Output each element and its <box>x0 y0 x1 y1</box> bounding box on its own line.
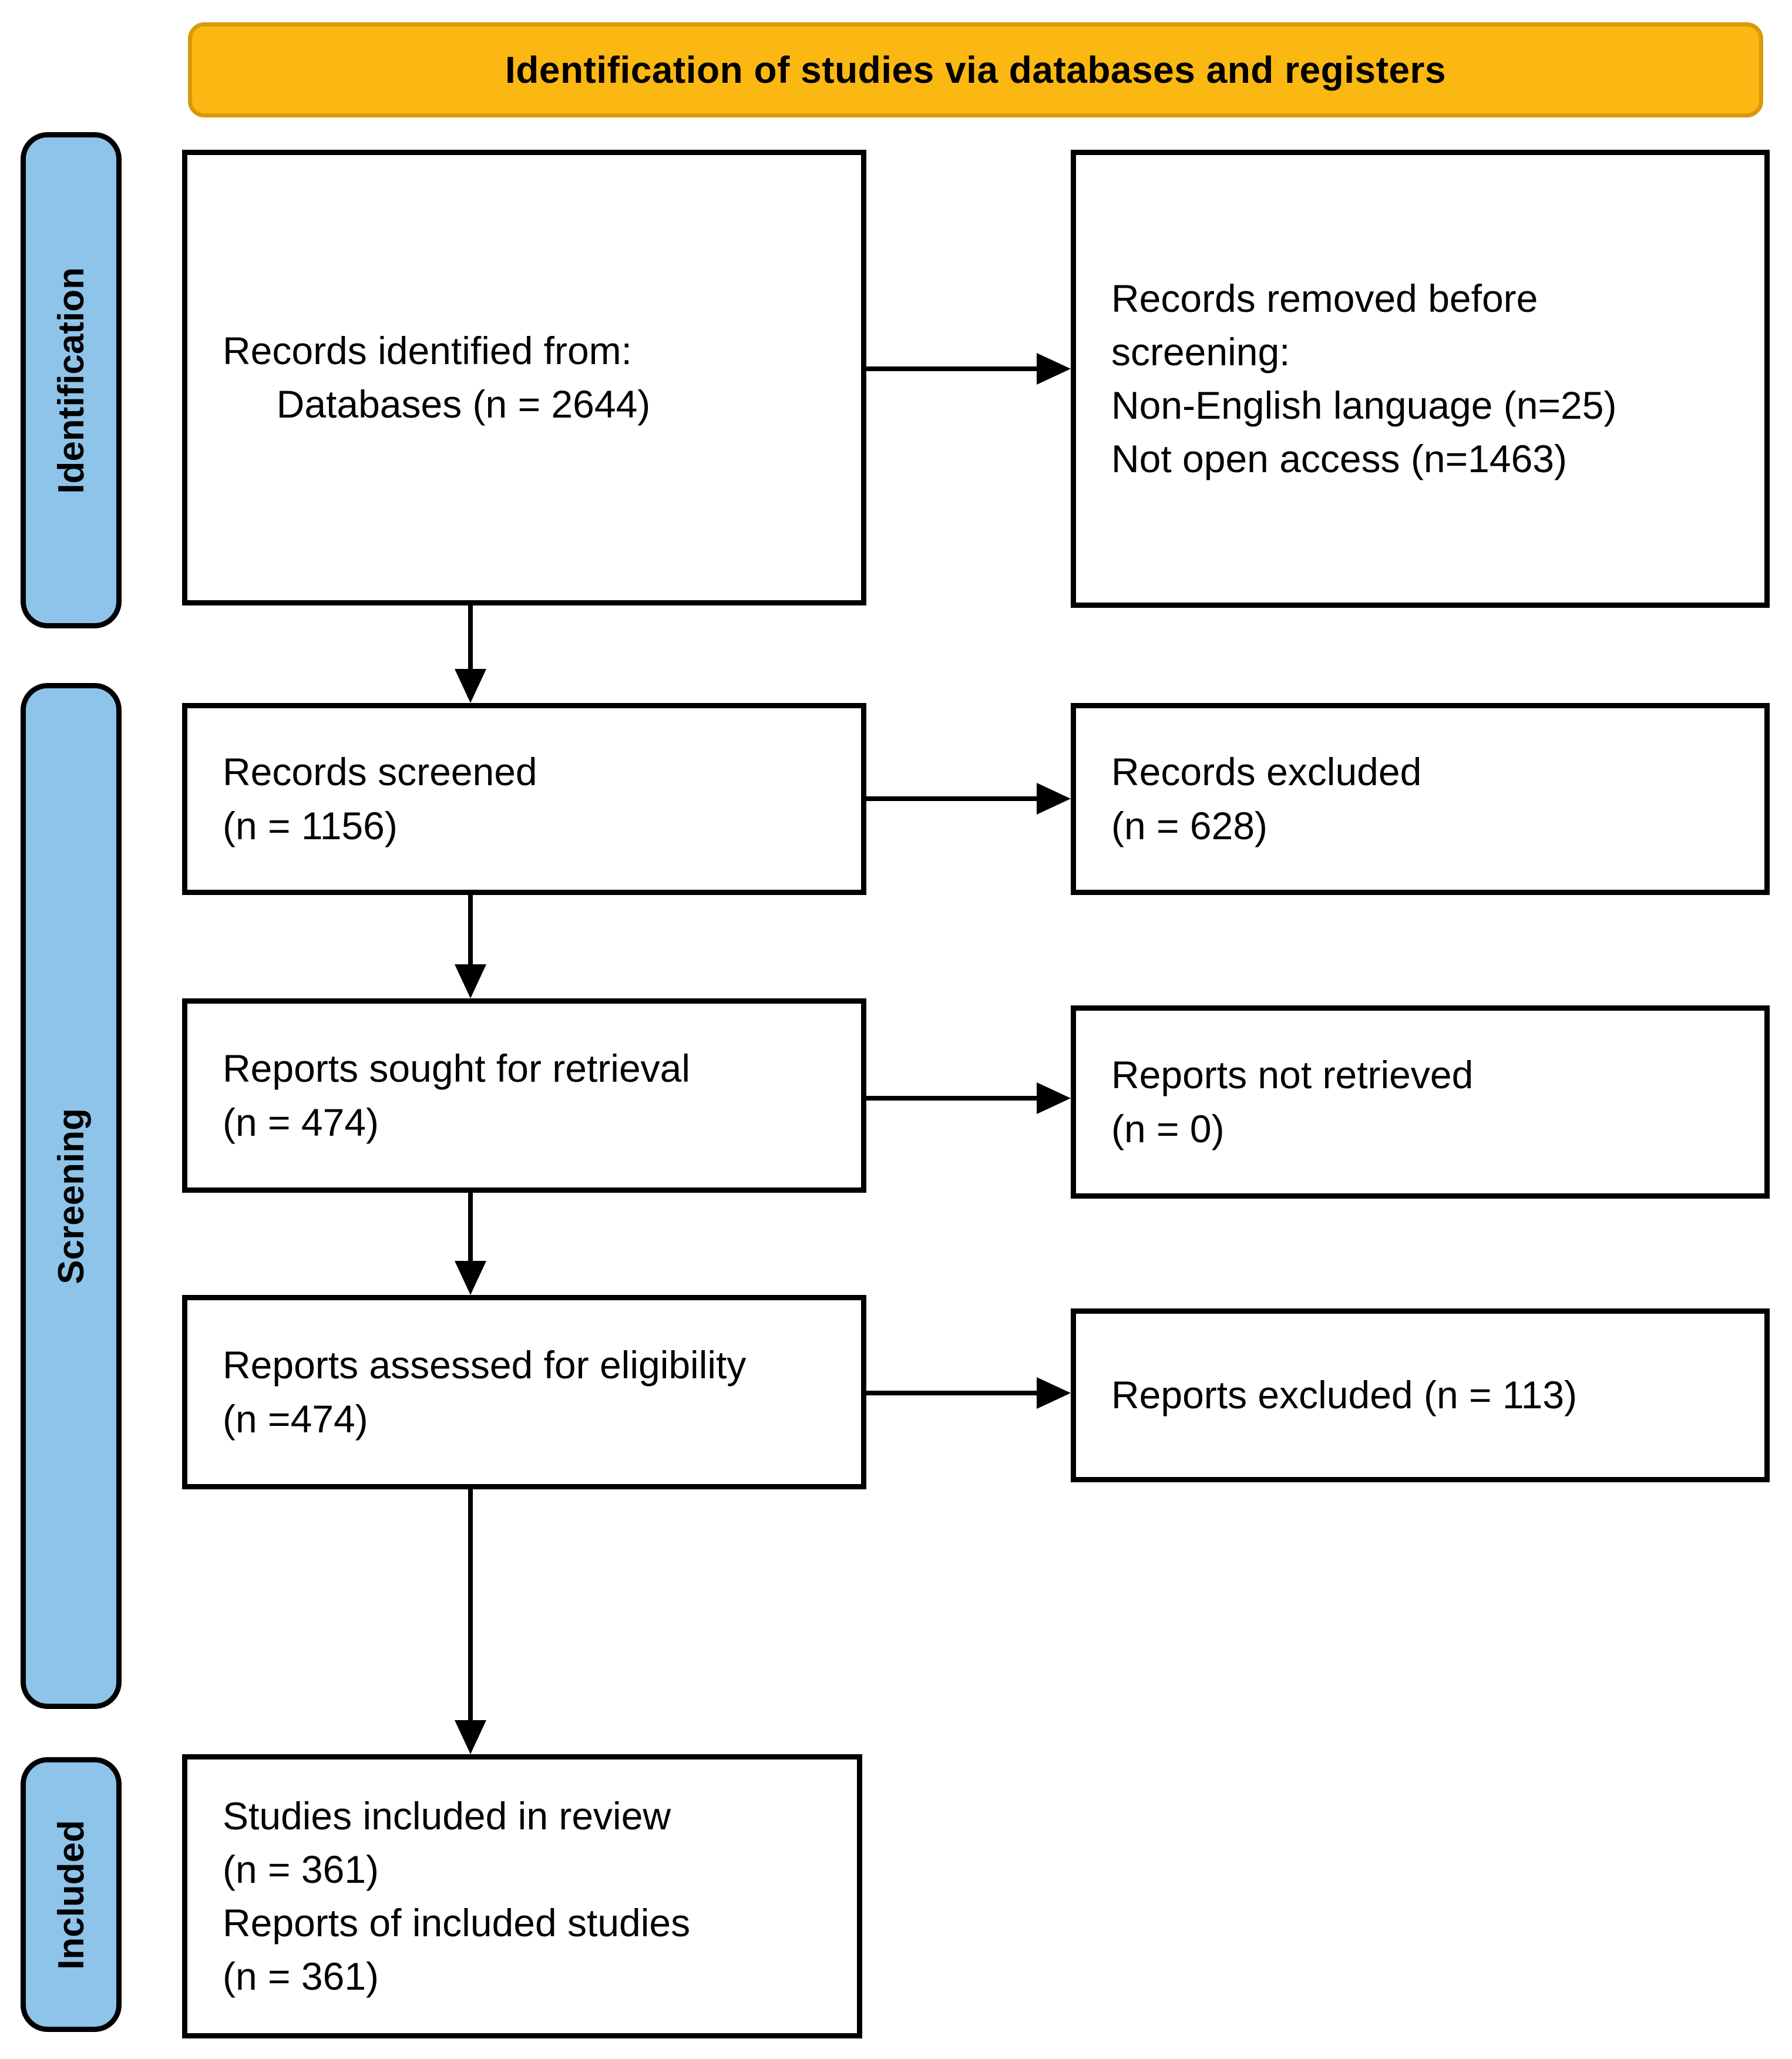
title-banner: Identification of studies via databases … <box>188 22 1763 117</box>
box-studies-included-text: Studies included in review (n = 361) Rep… <box>223 1794 691 1999</box>
box-reports-excluded: Reports excluded (n = 113) <box>1071 1308 1770 1482</box>
stage-tab-identification: Identification <box>21 132 122 628</box>
stage-label-screening: Screening <box>51 1108 92 1284</box>
arrow-assessed-to-included-head <box>455 1720 486 1754</box>
box-reports-sought-text: Reports sought for retrieval (n = 474) <box>223 1047 691 1144</box>
arrow-sought-to-not-retrieved-shaft <box>865 1096 1038 1101</box>
box-reports-not-retrieved: Reports not retrieved (n = 0) <box>1071 1005 1770 1199</box>
box-studies-included: Studies included in review (n = 361) Rep… <box>182 1754 862 2038</box>
stage-label-included: Included <box>51 1819 92 1970</box>
arrow-screened-to-sought-shaft <box>468 894 473 966</box>
arrow-sought-to-assessed-shaft <box>468 1192 473 1263</box>
arrow-screened-to-excluded-head <box>1037 783 1071 815</box>
stage-label-identification: Identification <box>51 267 92 494</box>
stage-tab-included: Included <box>21 1757 122 2032</box>
box-reports-sought: Reports sought for retrieval (n = 474) <box>182 998 866 1193</box>
stage-tab-screening: Screening <box>21 683 122 1709</box>
arrow-assessed-to-excluded-shaft <box>865 1391 1038 1395</box>
box-records-removed: Records removed before screening: Non-En… <box>1071 150 1770 608</box>
arrow-sought-to-assessed-head <box>455 1261 486 1295</box>
arrow-identified-to-screened-head <box>455 669 486 703</box>
arrow-screened-to-sought-head <box>455 964 486 998</box>
box-records-screened-text: Records screened (n = 1156) <box>223 750 537 847</box>
box-records-screened: Records screened (n = 1156) <box>182 703 866 895</box>
arrow-screened-to-excluded-shaft <box>865 796 1038 801</box>
box-reports-not-retrieved-text: Reports not retrieved (n = 0) <box>1111 1053 1474 1150</box>
arrow-identified-to-removed-shaft <box>865 366 1038 371</box>
box-records-identified: Records identified from: Databases (n = … <box>182 150 866 605</box>
arrow-assessed-to-excluded-head <box>1037 1377 1071 1409</box>
box-records-excluded: Records excluded (n = 628) <box>1071 703 1770 895</box>
box-records-identified-text: Records identified from: Databases (n = … <box>223 328 651 426</box>
box-records-removed-text: Records removed before screening: Non-En… <box>1111 276 1617 481</box>
box-records-excluded-text: Records excluded (n = 628) <box>1111 750 1422 847</box>
arrow-assessed-to-included-shaft <box>468 1489 473 1722</box>
diagram-title: Identification of studies via databases … <box>505 49 1447 91</box>
box-reports-assessed: Reports assessed for eligibility (n =474… <box>182 1295 866 1489</box>
arrow-sought-to-not-retrieved-head <box>1037 1082 1071 1114</box>
arrow-identified-to-screened-shaft <box>468 605 473 671</box>
box-reports-excluded-text: Reports excluded (n = 113) <box>1111 1373 1578 1417</box>
box-reports-assessed-text: Reports assessed for eligibility (n =474… <box>223 1343 747 1441</box>
arrow-identified-to-removed-head <box>1037 353 1071 385</box>
